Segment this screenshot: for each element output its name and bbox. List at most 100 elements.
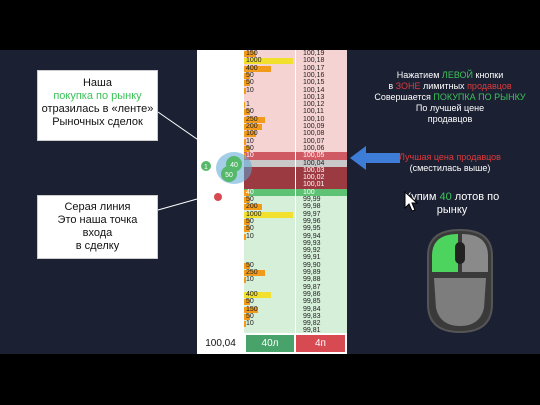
volume-cell[interactable]: 40	[244, 188, 295, 197]
volume-cell[interactable]: 100	[244, 130, 295, 139]
price-cell[interactable]: 99,96	[296, 217, 347, 226]
volume-cell[interactable]: 1000	[244, 57, 295, 66]
volume-cell[interactable]: 50	[244, 108, 295, 117]
sell-position-button[interactable]: 4п	[296, 335, 345, 352]
order-book-row[interactable]: 99,93	[244, 239, 347, 248]
order-book-row[interactable]: 100,02	[244, 174, 347, 183]
volume-cell[interactable]: 10	[244, 320, 295, 329]
price-cell[interactable]: 100,09	[296, 123, 347, 131]
price-cell[interactable]: 99,88	[296, 276, 347, 285]
price-cell[interactable]: 99,93	[296, 239, 347, 248]
volume-cell[interactable]: 50	[244, 261, 295, 270]
volume-cell[interactable]	[244, 239, 295, 248]
volume-cell[interactable]	[244, 159, 295, 168]
volume-cell[interactable]: 50	[244, 196, 295, 204]
price-cell[interactable]: 99,82	[296, 320, 347, 329]
price-cell[interactable]: 100,04	[296, 159, 347, 168]
price-cell[interactable]: 99,90	[296, 261, 347, 270]
order-book-row[interactable]: 99,87	[244, 283, 347, 292]
order-book-row[interactable]: 99,81	[244, 327, 347, 333]
order-book-row[interactable]: 99,91	[244, 254, 347, 263]
price-cell[interactable]: 99,92	[296, 247, 347, 256]
volume-cell[interactable]: 50	[244, 79, 295, 88]
volume-cell[interactable]: 50	[244, 225, 295, 234]
volume-cell[interactable]: 400	[244, 290, 295, 299]
price-cell[interactable]: 100,10	[296, 115, 347, 124]
volume-cell[interactable]: 10	[244, 137, 295, 146]
order-book-row[interactable]: 100,04	[244, 159, 347, 168]
volume-cell[interactable]	[244, 93, 295, 102]
volume-cell[interactable]: 400	[244, 64, 295, 73]
price-cell[interactable]: 100,14	[296, 86, 347, 95]
volume-cell[interactable]: 50	[244, 217, 295, 226]
volume-cell[interactable]	[244, 174, 295, 183]
price-cell[interactable]: 100,01	[296, 181, 347, 190]
order-book-row[interactable]: 100,01	[244, 181, 347, 190]
volume-cell[interactable]	[244, 247, 295, 256]
volume-cell[interactable]: 200	[244, 123, 295, 131]
price-cell[interactable]: 99,84	[296, 305, 347, 314]
order-book-row[interactable]: 99,92	[244, 247, 347, 256]
volume-cell[interactable]: 250	[244, 115, 295, 124]
price-cell[interactable]: 99,91	[296, 254, 347, 263]
price-cell[interactable]: 99,94	[296, 232, 347, 241]
price-cell[interactable]: 100,03	[296, 166, 347, 175]
price-cell[interactable]: 99,99	[296, 196, 347, 204]
volume-cell[interactable]: 50	[244, 298, 295, 307]
price-cell[interactable]: 100,13	[296, 93, 347, 102]
price-cell[interactable]: 99,81	[296, 327, 347, 333]
volume-cell[interactable]: 150	[244, 305, 295, 314]
volume-cell[interactable]	[244, 283, 295, 292]
price-cell[interactable]: 99,85	[296, 298, 347, 307]
buy-position-button[interactable]: 40л	[246, 335, 294, 352]
price-cell[interactable]: 99,98	[296, 203, 347, 212]
price-cell[interactable]: 99,83	[296, 312, 347, 321]
volume-cell[interactable]	[244, 327, 295, 333]
order-book-row[interactable]: 100,03	[244, 166, 347, 175]
volume-cell[interactable]: 10	[244, 276, 295, 285]
price-cell[interactable]: 100,07	[296, 137, 347, 146]
price-cell[interactable]: 100,02	[296, 174, 347, 183]
volume-cell[interactable]: 50	[244, 312, 295, 321]
price-cell[interactable]: 100,17	[296, 64, 347, 73]
volume-cell[interactable]: 250	[244, 269, 295, 277]
volume-cell[interactable]: 10	[244, 232, 295, 241]
price-cell[interactable]: 100,15	[296, 79, 347, 88]
volume-cell[interactable]: 1000	[244, 210, 295, 219]
volume-cell[interactable]	[244, 181, 295, 190]
volume-cell[interactable]: 50	[244, 144, 295, 153]
price-cell[interactable]: 100,11	[296, 108, 347, 117]
price-cell[interactable]: 100,08	[296, 130, 347, 139]
price-cell[interactable]: 99,86	[296, 290, 347, 299]
price-cell[interactable]: 100,06	[296, 144, 347, 153]
volume-cell[interactable]	[244, 254, 295, 263]
price-cell[interactable]: 99,87	[296, 283, 347, 292]
price-cell[interactable]: 100,05	[296, 152, 347, 161]
volume-cell[interactable]	[244, 166, 295, 175]
